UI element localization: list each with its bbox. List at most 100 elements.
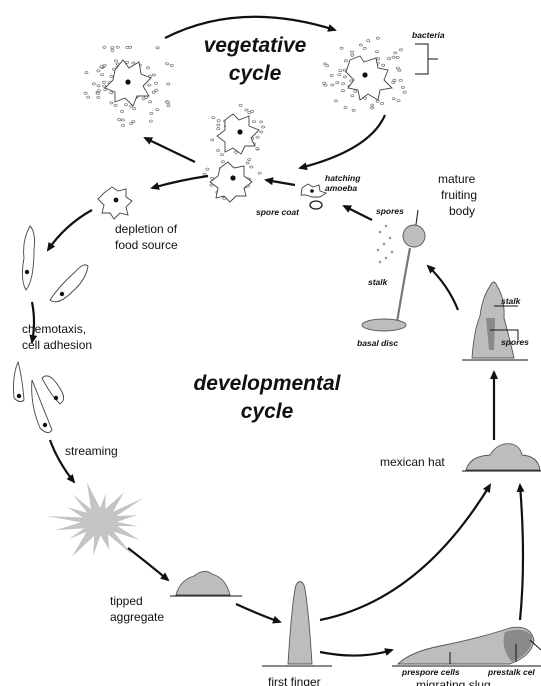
bacterium	[362, 47, 367, 50]
bacterium	[402, 90, 407, 94]
bacterium	[210, 176, 215, 180]
arrow-to-streaming-cells	[29, 301, 38, 344]
spore	[390, 250, 394, 254]
bacterium	[109, 91, 114, 95]
bacterium	[102, 84, 107, 88]
bacterium	[216, 123, 221, 127]
bacterium	[395, 66, 400, 70]
arrow-slug-to-mexican-hat	[516, 483, 525, 621]
bacterium	[84, 71, 89, 75]
bacterium	[151, 73, 156, 77]
bacterium	[151, 90, 156, 94]
bacterium	[216, 127, 221, 131]
bacterium	[132, 107, 137, 111]
bacterium	[259, 120, 264, 124]
bacterium	[125, 46, 130, 49]
hatching-amoeba	[300, 183, 328, 210]
bacterium	[220, 153, 224, 157]
hatching-label-line1: hatching	[325, 173, 361, 183]
bacterium	[247, 158, 252, 162]
arrow-veg-left	[143, 137, 196, 163]
developmental-title-line2: cycle	[241, 400, 294, 423]
spore-coat-shape	[309, 200, 323, 210]
bacterium	[351, 108, 356, 112]
bacterium	[109, 101, 114, 105]
bacterium	[392, 78, 397, 82]
first-finger	[262, 581, 332, 667]
bacterium	[114, 59, 118, 63]
basal-disc-label: basal disc	[357, 338, 398, 348]
bacterium	[145, 66, 150, 70]
bacterium	[205, 167, 210, 171]
bacterium	[247, 111, 252, 115]
spore-coat-label: spore coat	[256, 207, 300, 217]
spore	[378, 260, 382, 264]
chemotaxis-label-line1: chemotaxis,	[22, 322, 86, 336]
bacterium	[391, 97, 396, 101]
bacterium	[337, 73, 342, 77]
bacterium	[124, 103, 128, 107]
bacterium	[113, 104, 118, 107]
stalk-label: stalk	[368, 277, 389, 287]
bacterium	[325, 64, 330, 68]
bacterium	[102, 64, 107, 67]
arrow-to-tipped-aggregate	[127, 547, 170, 582]
bacterium	[396, 99, 401, 103]
culminant-spores-label: spores	[501, 337, 529, 347]
arrow-fruit-to-hatch	[342, 205, 373, 221]
bacterium	[366, 39, 371, 43]
released-spores	[376, 224, 394, 264]
bacterium	[169, 64, 174, 67]
bacterium	[148, 100, 153, 104]
bacterium	[338, 69, 343, 73]
fruiting-body-label-line1: mature	[438, 172, 476, 186]
bacterium	[166, 101, 171, 105]
bacterium	[166, 82, 171, 86]
bacterium	[109, 75, 114, 78]
bacterium	[395, 56, 400, 59]
bacterium	[375, 36, 380, 40]
bacterium	[86, 95, 91, 99]
bacterium	[91, 82, 96, 86]
migrating-slug-label: migrating slug	[416, 678, 491, 686]
bacterium	[155, 108, 160, 112]
fruiting-body	[361, 209, 426, 332]
mexican-hat-label: mexican hat	[380, 455, 445, 469]
arrow-to-aggregation	[48, 439, 76, 484]
prestalk-label: prestalk cel	[487, 667, 535, 677]
spore	[378, 230, 382, 234]
bacterium	[131, 61, 136, 65]
bacterium	[234, 150, 239, 154]
vegetative-title-line1: vegetative	[204, 34, 307, 57]
bacterium	[257, 171, 262, 175]
bacterium	[129, 122, 134, 125]
bacterium	[155, 46, 160, 50]
bacterium	[322, 81, 327, 85]
bacterium	[249, 165, 254, 169]
bacterium	[117, 118, 122, 122]
bacterium	[149, 112, 154, 115]
bacterium	[333, 99, 338, 103]
bacterium	[375, 50, 379, 54]
bacterium	[350, 53, 355, 57]
aggregation-center	[91, 513, 109, 531]
bacterium	[99, 65, 104, 69]
arrow-depletion-to-chemotaxis	[46, 209, 93, 252]
bacterium	[398, 48, 403, 52]
bacterium	[97, 89, 101, 93]
bacterium	[102, 45, 107, 49]
fruiting-body-label-line3: body	[449, 204, 475, 218]
spore	[382, 242, 386, 246]
bacterium	[131, 120, 136, 124]
bacterium	[210, 138, 215, 142]
aggregation-streams	[46, 482, 144, 557]
bacterium	[255, 135, 260, 139]
spore	[388, 236, 392, 240]
culminant-stalk-label: stalk	[501, 296, 522, 306]
depletion-label-line2: food source	[115, 238, 178, 252]
bacteria-bracket	[415, 43, 438, 75]
arrow-veg-top	[164, 15, 337, 39]
bacterium	[343, 59, 348, 63]
amoeba-feeding-lower	[202, 158, 262, 203]
